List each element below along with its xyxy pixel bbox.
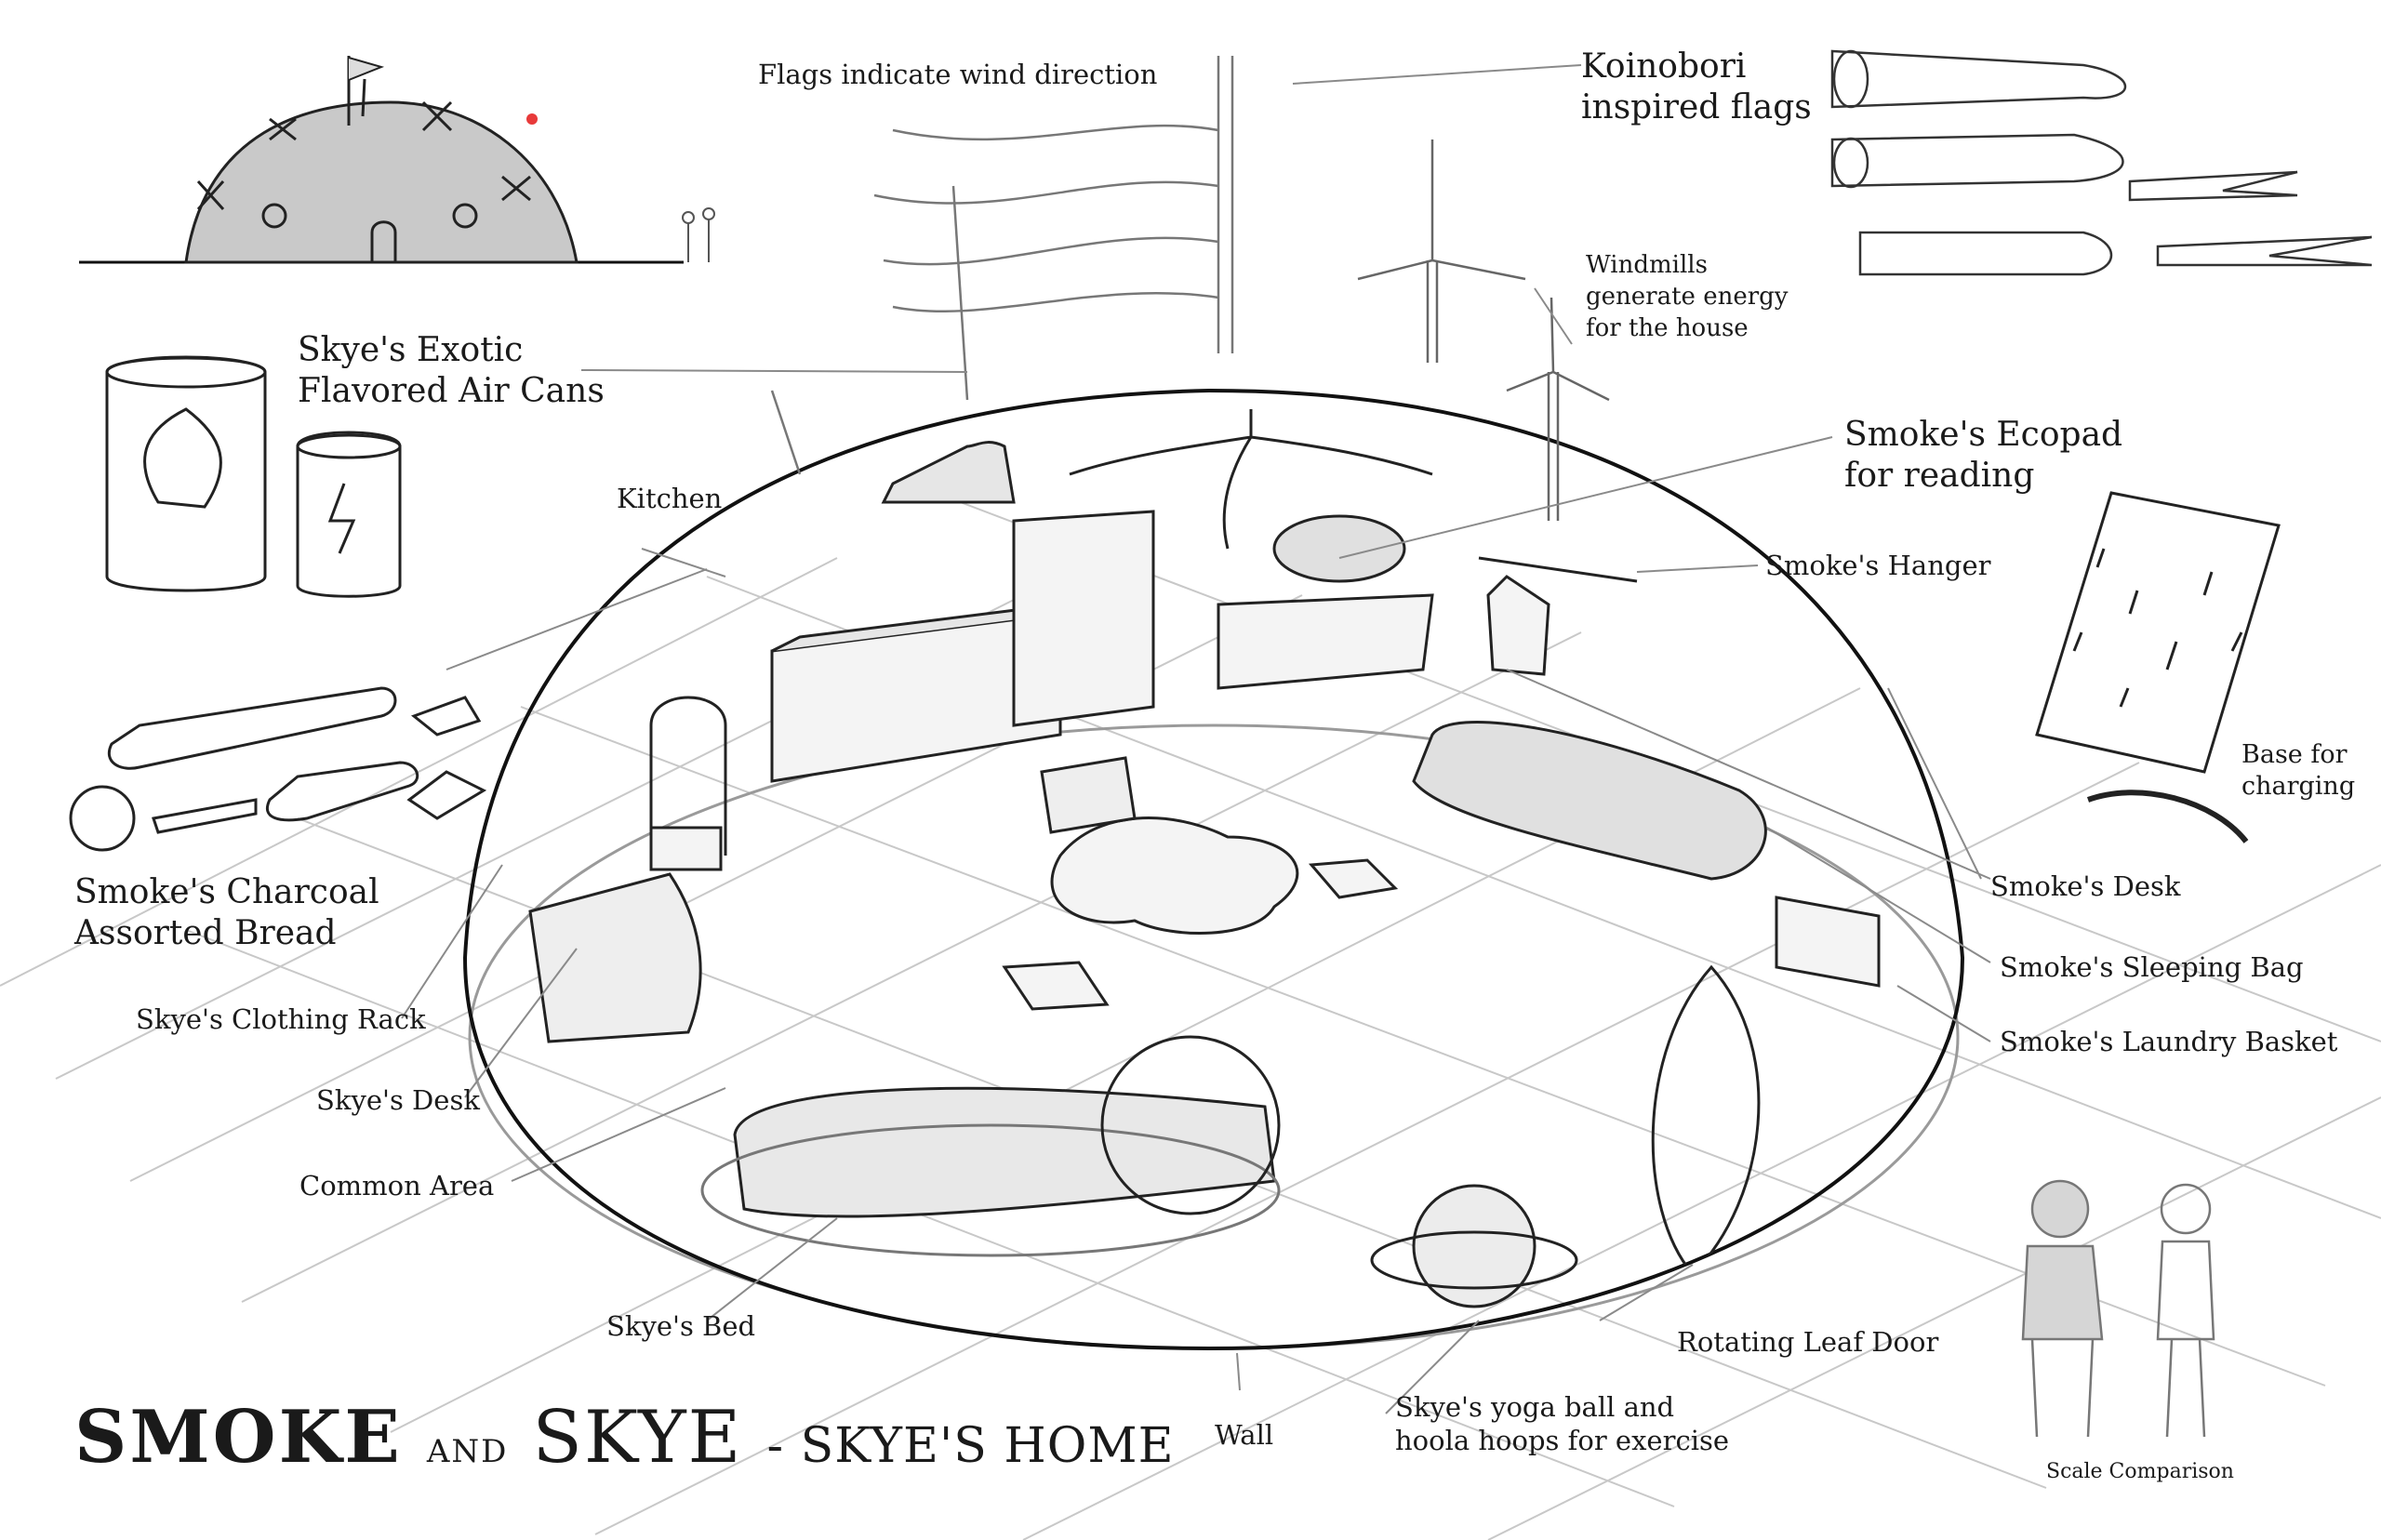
tall-flags bbox=[770, 56, 1234, 475]
title-and: AND bbox=[426, 1433, 509, 1470]
label-bread: Smoke's Charcoal Assorted Bread bbox=[74, 872, 379, 954]
label-smoke-desk: Smoke's Desk bbox=[1990, 870, 2181, 902]
title-skye: SKYE bbox=[532, 1396, 743, 1480]
label-air-cans-line2: Flavored Air Cans bbox=[298, 372, 605, 410]
interior-furniture bbox=[528, 409, 1881, 1308]
label-kitchen: Kitchen bbox=[617, 483, 723, 514]
scale-comparison-figures bbox=[2021, 1179, 2215, 1438]
label-leaf-door: Rotating Leaf Door bbox=[1677, 1326, 1939, 1358]
label-windmills-line1: Windmills bbox=[1586, 251, 1708, 279]
page-title: SMOKE AND SKYE - SKYE'S HOME bbox=[74, 1395, 1175, 1480]
label-laundry-basket: Smoke's Laundry Basket bbox=[2000, 1026, 2338, 1057]
dome-thumbnail bbox=[79, 56, 715, 264]
label-bread-line1: Smoke's Charcoal bbox=[74, 873, 379, 911]
label-hanger: Smoke's Hanger bbox=[1765, 550, 1991, 581]
label-skye-bed: Skye's Bed bbox=[606, 1310, 756, 1342]
label-base-line1: Base for bbox=[2241, 740, 2348, 769]
windmills bbox=[1357, 139, 1610, 521]
label-base: Base for charging bbox=[2241, 739, 2355, 803]
koinobori-flags bbox=[1830, 49, 2373, 276]
label-clothing-rack: Skye's Clothing Rack bbox=[136, 1003, 426, 1035]
label-koinobori: Koinobori inspired flags bbox=[1581, 46, 1812, 128]
dome bbox=[462, 388, 1965, 1351]
label-bread-line2: Assorted Bread bbox=[74, 914, 337, 952]
label-windmills: Windmills generate energy for the house bbox=[1586, 249, 1788, 344]
label-sleeping-bag: Smoke's Sleeping Bag bbox=[2000, 951, 2304, 983]
label-yoga: Skye's yoga ball and hoola hoops for exe… bbox=[1395, 1390, 1729, 1457]
label-common-area: Common Area bbox=[299, 1170, 495, 1201]
label-skye-desk: Skye's Desk bbox=[316, 1084, 480, 1116]
ecopad-illustration bbox=[2035, 491, 2281, 843]
title-smoke: SMOKE bbox=[74, 1395, 403, 1480]
label-air-cans-line1: Skye's Exotic bbox=[298, 331, 524, 369]
label-base-line2: charging bbox=[2241, 772, 2356, 801]
label-ecopad-line1: Smoke's Ecopad bbox=[1844, 416, 2123, 454]
label-windmills-line3: for the house bbox=[1586, 314, 1749, 342]
label-ecopad: Smoke's Ecopad for reading bbox=[1844, 415, 2122, 497]
air-cans-illustration bbox=[105, 355, 402, 598]
label-koinobori-line2: inspired flags bbox=[1581, 88, 1812, 126]
label-yoga-line2: hoola hoops for exercise bbox=[1395, 1425, 1730, 1456]
label-flags: Flags indicate wind direction bbox=[758, 59, 1158, 90]
label-scale-comparison: Scale Comparison bbox=[2046, 1460, 2234, 1483]
label-air-cans: Skye's Exotic Flavored Air Cans bbox=[298, 330, 605, 412]
label-ecopad-line2: for reading bbox=[1844, 457, 2035, 495]
title-skyes-home: - SKYE'S HOME bbox=[766, 1418, 1175, 1474]
leader-lines bbox=[401, 64, 1991, 1414]
label-windmills-line2: generate energy bbox=[1586, 283, 1789, 311]
label-koinobori-line1: Koinobori bbox=[1581, 47, 1747, 86]
label-wall: Wall bbox=[1215, 1419, 1274, 1451]
label-yoga-line1: Skye's yoga ball and bbox=[1395, 1391, 1675, 1423]
charcoal-bread-illustration bbox=[69, 686, 487, 852]
